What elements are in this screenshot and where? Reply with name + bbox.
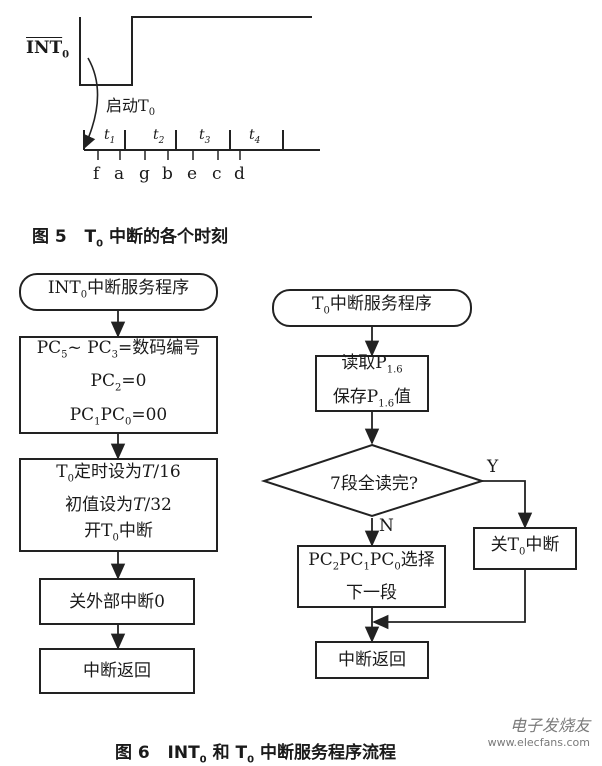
interval-t2: t2 bbox=[153, 127, 165, 146]
t0-step-disable-t0: 关T0中断 bbox=[473, 527, 577, 570]
int0-step-set-timer: T0定时设为T/16 初值设为T/32 开T0中断 bbox=[19, 458, 218, 552]
time-point-a: a bbox=[114, 164, 125, 184]
decision-label: 7段全读完? bbox=[330, 474, 418, 494]
interval-t3: t3 bbox=[199, 127, 211, 146]
time-point-d: d bbox=[234, 164, 245, 184]
decision-yes-label: Y bbox=[487, 457, 499, 477]
int0-signal-label: INT0 bbox=[26, 38, 70, 61]
time-point-b: b bbox=[162, 164, 173, 184]
t0-step-return: 中断返回 bbox=[315, 641, 429, 679]
int0-step-return: 中断返回 bbox=[39, 648, 195, 694]
int0-isr-start: INT0中断服务程序 bbox=[19, 273, 218, 311]
decision-no-label: N bbox=[379, 516, 394, 536]
interval-t1: t1 bbox=[104, 127, 116, 146]
figure-6-caption: 图 6 INT0 和 T0 中断服务程序流程 bbox=[115, 743, 396, 766]
int0-waveform bbox=[79, 16, 312, 86]
t0-step-read-port: 读取P1.6 保存P1.6值 bbox=[315, 353, 429, 412]
decision-diamond bbox=[260, 443, 486, 518]
int0-step-set-code: PC5~ PC3=数码编号 PC2=0 PC1PC0=00 bbox=[19, 336, 218, 434]
watermark-logo: 电子发烧友 www.elecfans.com bbox=[487, 716, 590, 749]
start-t0-label: 启动T0 bbox=[106, 96, 156, 119]
start-t0-arrow bbox=[83, 57, 99, 150]
interval-t4: t4 bbox=[249, 127, 261, 146]
time-point-f: f bbox=[93, 164, 100, 184]
time-point-g: g bbox=[139, 164, 150, 184]
t0-step-select-next: PC2PC1PC0选择 下一段 bbox=[297, 545, 446, 608]
figure-5-caption: 图 5 T0 中断的各个时刻 bbox=[32, 227, 229, 250]
time-point-c: c bbox=[212, 164, 222, 184]
time-point-e: e bbox=[187, 164, 198, 184]
int0-step-disable-ext: 关外部中断0 bbox=[39, 578, 195, 625]
t0-isr-start: T0中断服务程序 bbox=[272, 289, 472, 327]
